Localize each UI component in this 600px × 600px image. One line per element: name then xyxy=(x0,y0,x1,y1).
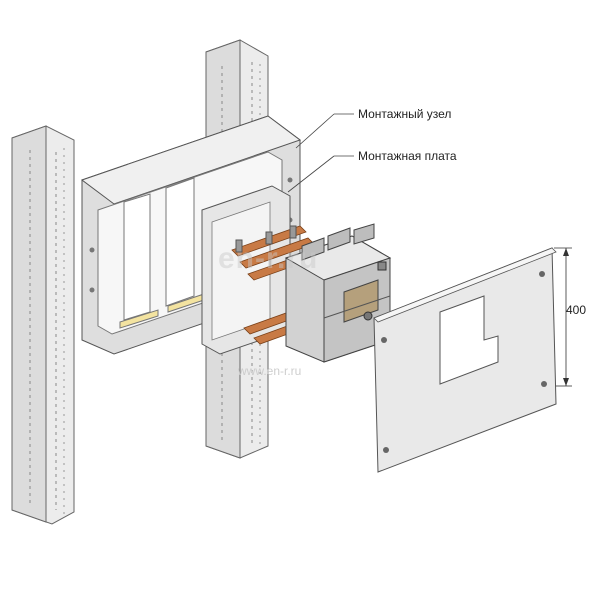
front-cover-panel xyxy=(373,247,557,473)
watermark-url: www.en-r.ru xyxy=(238,364,302,378)
mounting-assembly-label: Монтажный узел xyxy=(358,107,452,121)
mounting-plate xyxy=(201,185,291,355)
watermark-logo: en-r.ru xyxy=(218,242,319,275)
dimension-line-height xyxy=(554,247,572,387)
left-vertical-upright xyxy=(11,125,75,525)
circuit-breaker xyxy=(284,223,392,363)
dimension-height-label: 400 xyxy=(566,303,587,317)
callout-leaders xyxy=(287,113,354,193)
mounting-plate-label: Монтажная плата xyxy=(358,149,457,163)
